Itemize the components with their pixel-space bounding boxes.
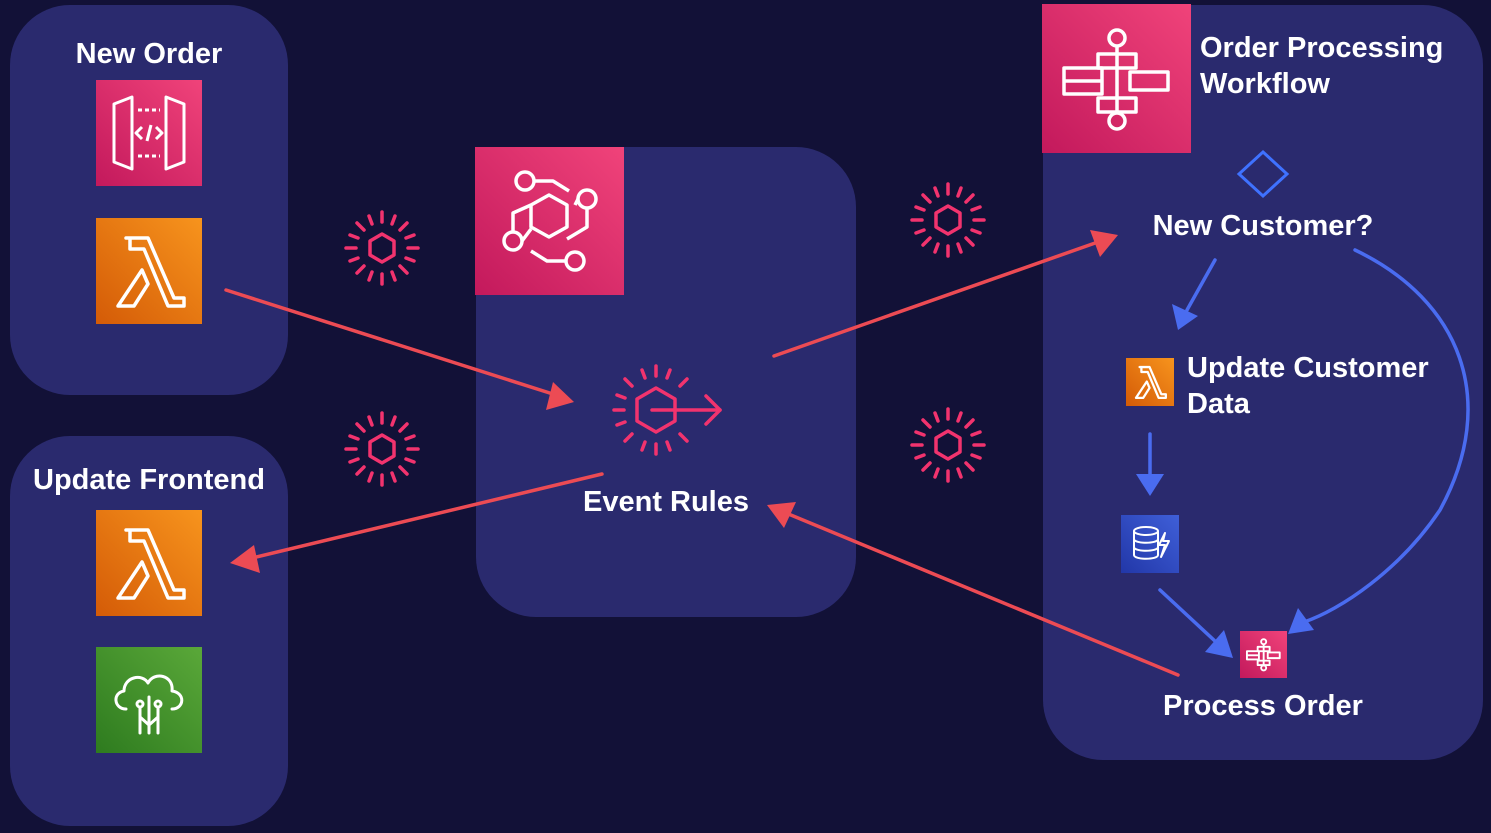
step-functions-icon [1240, 631, 1287, 678]
lambda-icon [96, 510, 202, 616]
lambda-icon [96, 218, 202, 324]
update-customer-data-line2: Data [1187, 388, 1250, 420]
process-order-label: Process Order [1163, 690, 1363, 722]
lambda-icon [1126, 358, 1174, 406]
appsync-icon [96, 647, 202, 753]
api-gateway-icon [96, 80, 202, 186]
workflow-title-line2: Workflow [1200, 68, 1330, 100]
new-order-title: New Order [75, 38, 223, 70]
eventbridge-icon [475, 147, 624, 295]
step-functions-icon [1042, 4, 1191, 153]
event-icon [910, 407, 986, 483]
update-frontend-title: Update Frontend [33, 464, 265, 496]
event-icon [910, 182, 986, 258]
new-customer-choice-label: New Customer? [1152, 210, 1374, 242]
event-rules-label: Event Rules [583, 486, 749, 518]
dynamodb-icon [1121, 515, 1179, 573]
update-frontend-panel [10, 436, 288, 826]
event-icon [344, 210, 420, 286]
workflow-title-line1: Order Processing [1200, 32, 1444, 64]
event-icon [344, 411, 420, 487]
update-customer-data-line1: Update Customer [1187, 352, 1429, 384]
